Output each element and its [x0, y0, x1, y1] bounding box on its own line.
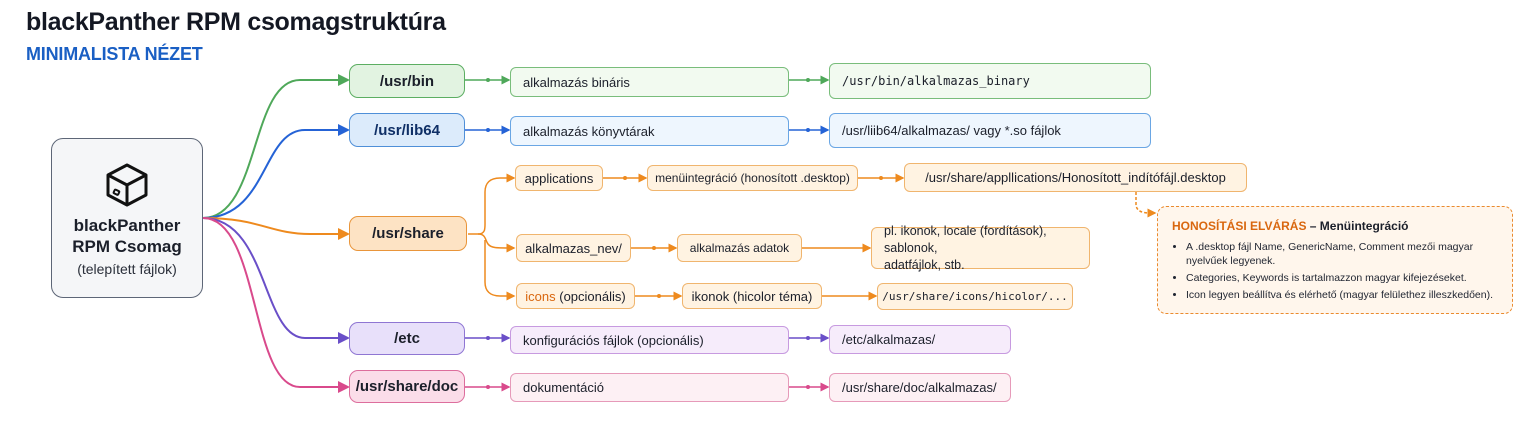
- sub-icons[interactable]: icons (opcionális): [516, 283, 635, 309]
- target-icons: /usr/share/icons/hicolor/...: [877, 283, 1073, 310]
- note-item: A .desktop fájl Name, GenericName, Comme…: [1186, 240, 1476, 268]
- dir-usr-share-doc[interactable]: /usr/share/doc: [349, 370, 465, 403]
- desc-icons: ikonok (hicolor téma): [682, 283, 822, 309]
- connector-root-etc: [202, 217, 350, 344]
- root-name: blackPanther RPM Csomag: [72, 216, 182, 256]
- icons-label-highlight: icons: [525, 288, 556, 304]
- desc-usr-lib64: alkalmazás könyvtárak: [510, 116, 789, 146]
- package-box-icon: [106, 163, 148, 207]
- target-app-dir: pl. ikonok, locale (fordítások), sablono…: [871, 224, 1090, 272]
- target-usr-bin: /usr/bin/alkalmazas_binary: [829, 63, 1151, 99]
- dir-etc[interactable]: /etc: [349, 322, 465, 355]
- dir-usr-bin[interactable]: /usr/bin: [349, 64, 465, 98]
- root-caption: (telepített fájlok): [77, 261, 177, 277]
- target-usr-share-doc: /usr/share/doc/alkalmazas/: [829, 373, 1011, 402]
- page-subtitle: MINIMALISTA NÉZET: [26, 44, 203, 64]
- dir-usr-lib64[interactable]: /usr/lib64: [349, 113, 465, 147]
- connector-root-bin: [202, 74, 350, 219]
- note-list: A .desktop fájl Name, GenericName, Comme…: [1172, 240, 1498, 302]
- dir-usr-share[interactable]: /usr/share: [349, 216, 467, 251]
- desc-etc: konfigurációs fájlok (opcionális): [510, 326, 789, 354]
- desc-app-dir: alkalmazás adatok: [677, 234, 802, 262]
- target-usr-lib64: /usr/liib64/alkalmazas/ vagy *.so fájlok: [829, 113, 1151, 148]
- localization-requirement-note: HONOSÍTÁSI ELVÁRÁS – Menüintegráció A .d…: [1157, 206, 1513, 314]
- note-item: Categories, Keywords is tartalmazzon mag…: [1186, 271, 1498, 285]
- target-etc: /etc/alkalmazas/: [829, 325, 1011, 354]
- target-applications: /usr/share/appllications/Honosított_indí…: [904, 163, 1247, 192]
- icons-label-rest: (opcionális): [555, 288, 626, 304]
- desc-applications: menüintegráció (honosított .desktop): [647, 165, 858, 191]
- connector-root-doc: [202, 217, 350, 393]
- note-item: Icon legyen beállítva és elérhető (magya…: [1186, 288, 1498, 302]
- sub-app-dir[interactable]: alkalmazas_nev/: [516, 234, 631, 262]
- page-title: blackPanther RPM csomagstruktúra: [26, 8, 446, 36]
- connector-root-lib64: [202, 124, 350, 219]
- sub-applications[interactable]: applications: [515, 165, 603, 191]
- root-package-node: blackPanther RPM Csomag (telepített fájl…: [51, 138, 203, 298]
- connector-root-share: [202, 217, 350, 240]
- desc-usr-share-doc: dokumentáció: [510, 373, 789, 402]
- desc-usr-bin: alkalmazás bináris: [510, 67, 789, 97]
- note-heading: HONOSÍTÁSI ELVÁRÁS – Menüintegráció: [1172, 219, 1409, 233]
